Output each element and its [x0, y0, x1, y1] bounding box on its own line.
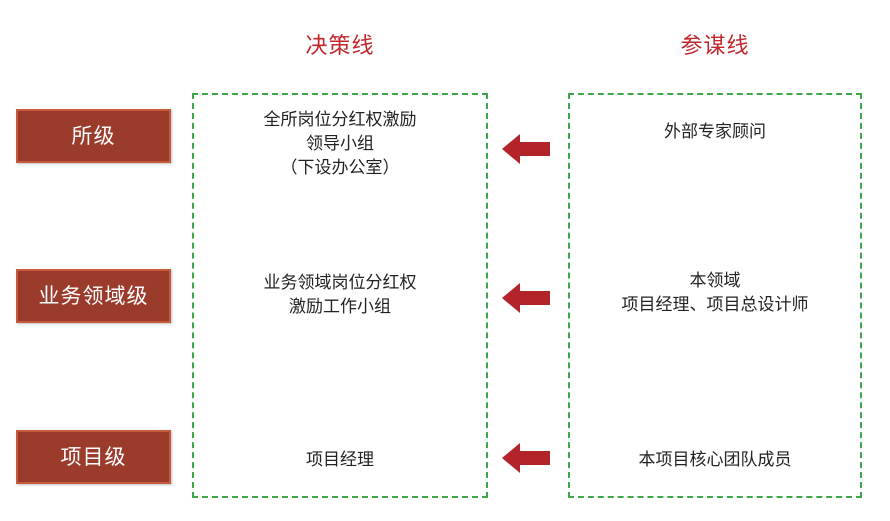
level-institute: 所级: [16, 109, 171, 163]
advisory-line-header: 参谋线: [680, 34, 750, 59]
advisory-item-business-domain-line-1: 本领域: [689, 271, 741, 291]
advisory-line-box: 外部专家顾问 本领域 项目经理、项目总设计师 本项目核心团队成员: [568, 93, 862, 498]
advisory-item-project: 本项目核心团队成员: [570, 448, 860, 472]
decision-item-project-line-1: 项目经理: [306, 450, 374, 470]
advisory-item-business-domain-line-2: 项目经理、项目总设计师: [621, 295, 809, 315]
decision-item-business-domain: 业务领域岗位分红权 激励工作小组: [194, 271, 486, 319]
decision-item-institute-line-1: 全所岗位分红权激励: [263, 110, 417, 130]
decision-item-project: 项目经理: [194, 448, 486, 472]
decision-item-institute-line-3: （下设办公室）: [280, 158, 400, 178]
decision-item-institute-line-2: 领导小组: [306, 134, 374, 154]
advisory-item-business-domain: 本领域 项目经理、项目总设计师: [570, 269, 860, 317]
decision-item-institute: 全所岗位分红权激励 领导小组 （下设办公室）: [194, 108, 486, 180]
level-project: 项目级: [16, 430, 171, 484]
decision-line-header: 决策线: [305, 34, 375, 59]
arrow-left-icon: [502, 283, 550, 313]
arrow-left-icon: [502, 443, 550, 473]
advisory-item-project-line-1: 本项目核心团队成员: [638, 450, 792, 470]
advisory-item-institute-line-1: 外部专家顾问: [664, 122, 766, 142]
advisory-item-institute: 外部专家顾问: [570, 120, 860, 144]
decision-item-business-domain-line-2: 激励工作小组: [289, 297, 391, 317]
decision-line-box: 全所岗位分红权激励 领导小组 （下设办公室） 业务领域岗位分红权 激励工作小组 …: [192, 93, 488, 498]
arrow-left-icon: [502, 134, 550, 164]
level-business-domain: 业务领域级: [16, 269, 171, 323]
decision-item-business-domain-line-1: 业务领域岗位分红权: [263, 273, 417, 293]
